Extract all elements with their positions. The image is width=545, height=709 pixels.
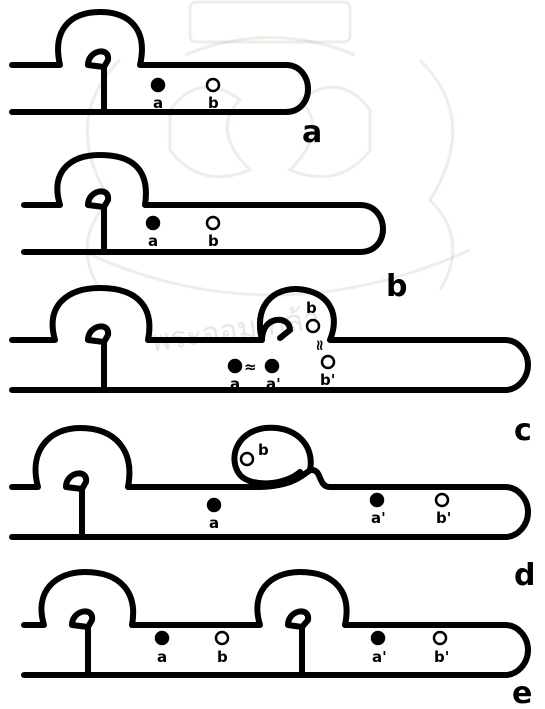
point-label: a' — [266, 375, 281, 393]
point-label: a — [209, 514, 219, 532]
point-label: a' — [372, 648, 387, 666]
point-a-prime-marker — [372, 632, 384, 644]
point-a-marker — [152, 79, 164, 91]
point-a-marker — [147, 217, 159, 229]
point-b-prime-marker — [436, 494, 448, 506]
panel-a: a b a — [12, 12, 322, 150]
watermark-text: พระจอมเกล้า — [148, 301, 322, 359]
point-label: b — [306, 299, 317, 317]
point-label: b — [208, 94, 219, 112]
point-b-prime-marker — [322, 356, 334, 368]
hook-structure — [88, 326, 108, 390]
panel-label: c — [514, 413, 532, 448]
cell-outline — [24, 155, 383, 252]
panel-label: e — [512, 676, 532, 709]
hook-structure — [72, 611, 92, 675]
hook-structure — [88, 191, 108, 252]
panel-e: a b a' b' e — [24, 572, 532, 709]
point-label: b' — [320, 371, 335, 389]
point-a-marker — [156, 632, 168, 644]
point-label: a — [157, 648, 167, 666]
point-b-marker — [207, 79, 219, 91]
panel-label: a — [302, 115, 322, 150]
point-label: b — [217, 648, 228, 666]
similarity-symbol: ≈ — [244, 358, 257, 376]
hook-structure — [288, 611, 308, 675]
point-b-marker — [216, 632, 228, 644]
point-b-marker — [207, 217, 219, 229]
panel-label: d — [514, 558, 535, 593]
cell-outline — [24, 572, 528, 675]
point-label: b' — [436, 509, 451, 527]
point-b-prime-marker — [434, 632, 446, 644]
point-a-prime-marker — [266, 360, 278, 372]
watermark-seal: พระจอมเกล้า — [80, 2, 470, 360]
point-label: a — [230, 375, 240, 393]
point-label: b' — [434, 648, 449, 666]
panel-d: a a' b' b d — [12, 428, 535, 593]
point-label: b — [208, 232, 219, 250]
point-b-marker — [307, 320, 319, 332]
point-label: a' — [371, 509, 386, 527]
point-label: b — [258, 441, 269, 459]
point-label: a — [153, 94, 163, 112]
point-label: a — [148, 232, 158, 250]
point-a-prime-marker — [371, 494, 383, 506]
panel-label: b — [386, 269, 407, 304]
point-a-marker — [229, 360, 241, 372]
point-b-marker — [241, 453, 253, 465]
similarity-symbol: ≈ — [311, 339, 329, 352]
point-a-marker — [208, 499, 220, 511]
hook-structure — [66, 473, 86, 537]
